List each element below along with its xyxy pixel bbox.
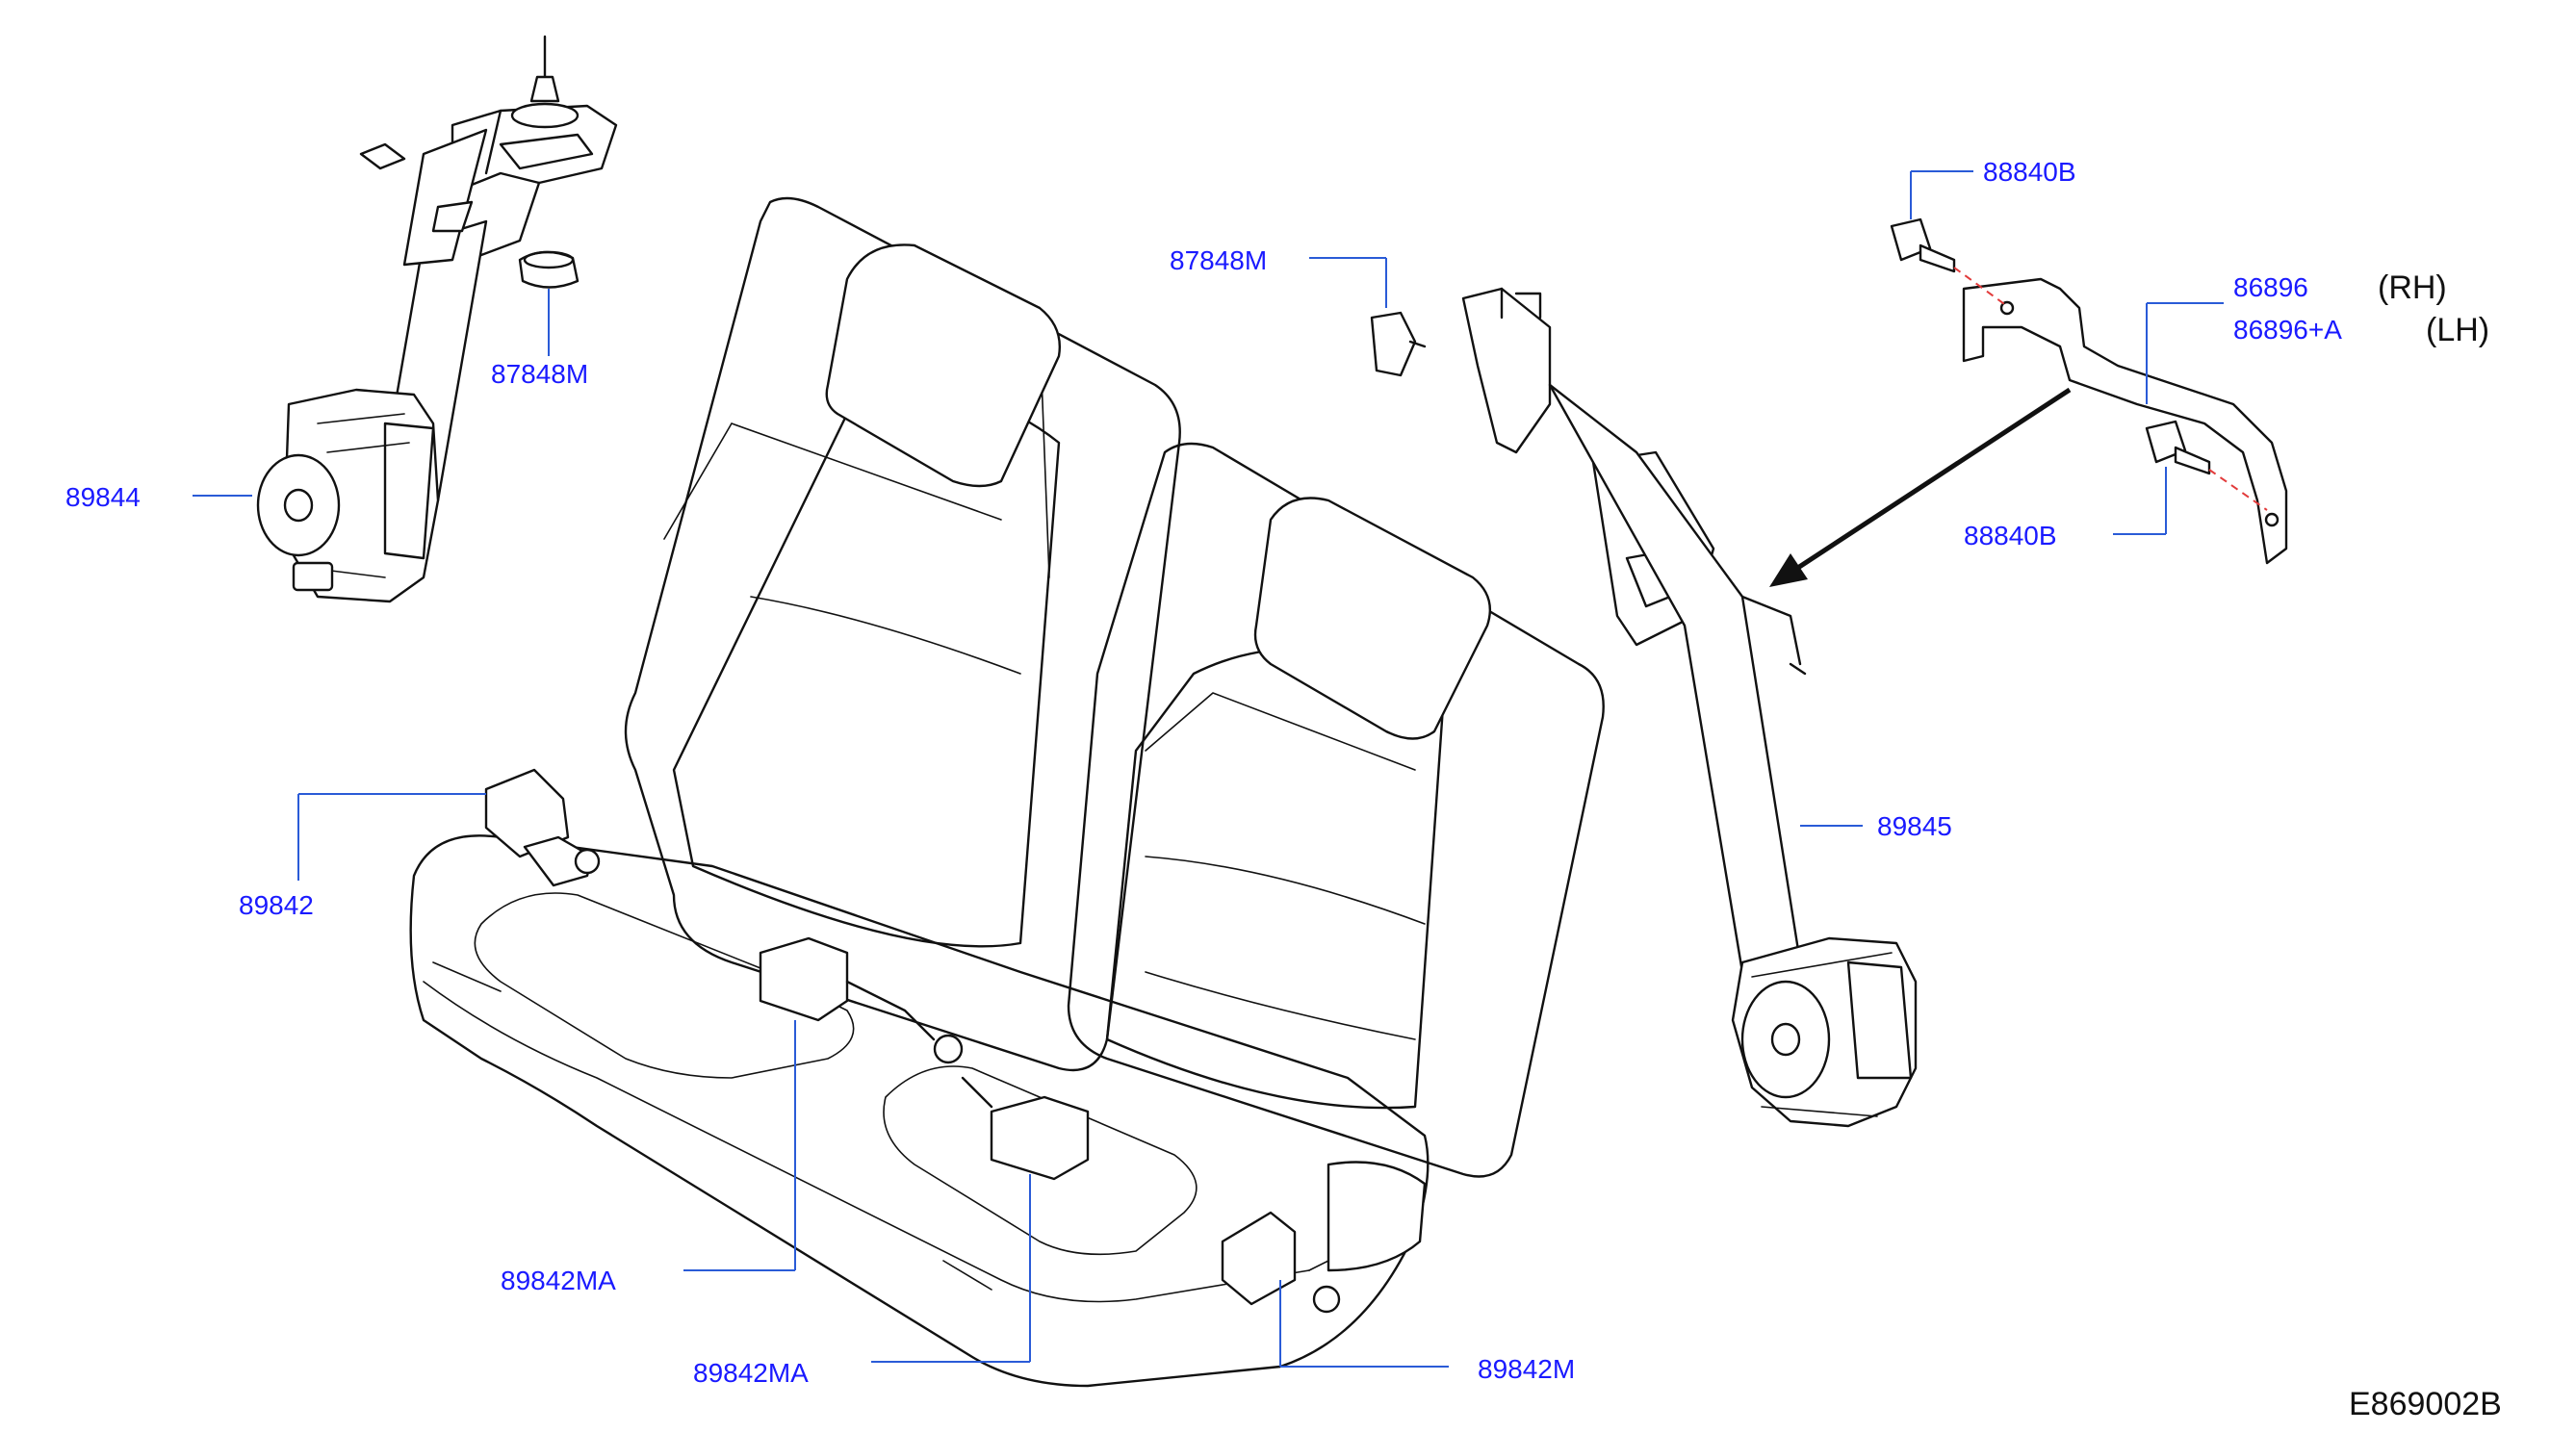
label-89842ma-1: 89842MA	[501, 1266, 616, 1295]
belt-guide-cap-left	[518, 250, 580, 356]
label-86896: 86896	[2233, 272, 2308, 302]
label-89842ma-2: 89842MA	[693, 1358, 809, 1388]
label-89842: 89842	[239, 890, 314, 920]
assembly-direction-arrow	[1769, 387, 2072, 587]
label-lh: (LH)	[2426, 312, 2489, 348]
label-87848m-right: 87848M	[1170, 245, 1267, 275]
buckle-89842ma-front	[871, 1076, 1090, 1363]
right-seatbelt-assembly	[1461, 287, 1918, 1128]
left-seatbelt-retractor	[193, 35, 618, 603]
bracket-86896	[1962, 277, 2288, 565]
label-88840b-bottom: 88840B	[1964, 521, 2057, 550]
seat-back-left	[624, 196, 1181, 1072]
buckle-89842m	[1221, 1161, 1449, 1368]
label-87848m-left: 87848M	[491, 359, 588, 389]
seat-cushion	[409, 834, 1430, 1388]
label-rh: (RH)	[2378, 269, 2447, 306]
label-88840b-top: 88840B	[1983, 157, 2076, 187]
diagram-code: E869002B	[2349, 1386, 2502, 1422]
bolt-88840b-top	[1890, 170, 2008, 307]
label-86896a: 86896+A	[2233, 315, 2342, 345]
bolt-88840b-bottom	[2113, 420, 2268, 535]
belt-guide-cap-right	[1309, 257, 1427, 377]
label-89842m: 89842M	[1478, 1354, 1575, 1384]
buckle-89842	[297, 768, 601, 887]
seat-back-right	[1067, 442, 1605, 1178]
label-89845: 89845	[1877, 811, 1952, 841]
label-89844: 89844	[65, 482, 141, 512]
buckle-89842ma-rear	[683, 936, 964, 1271]
